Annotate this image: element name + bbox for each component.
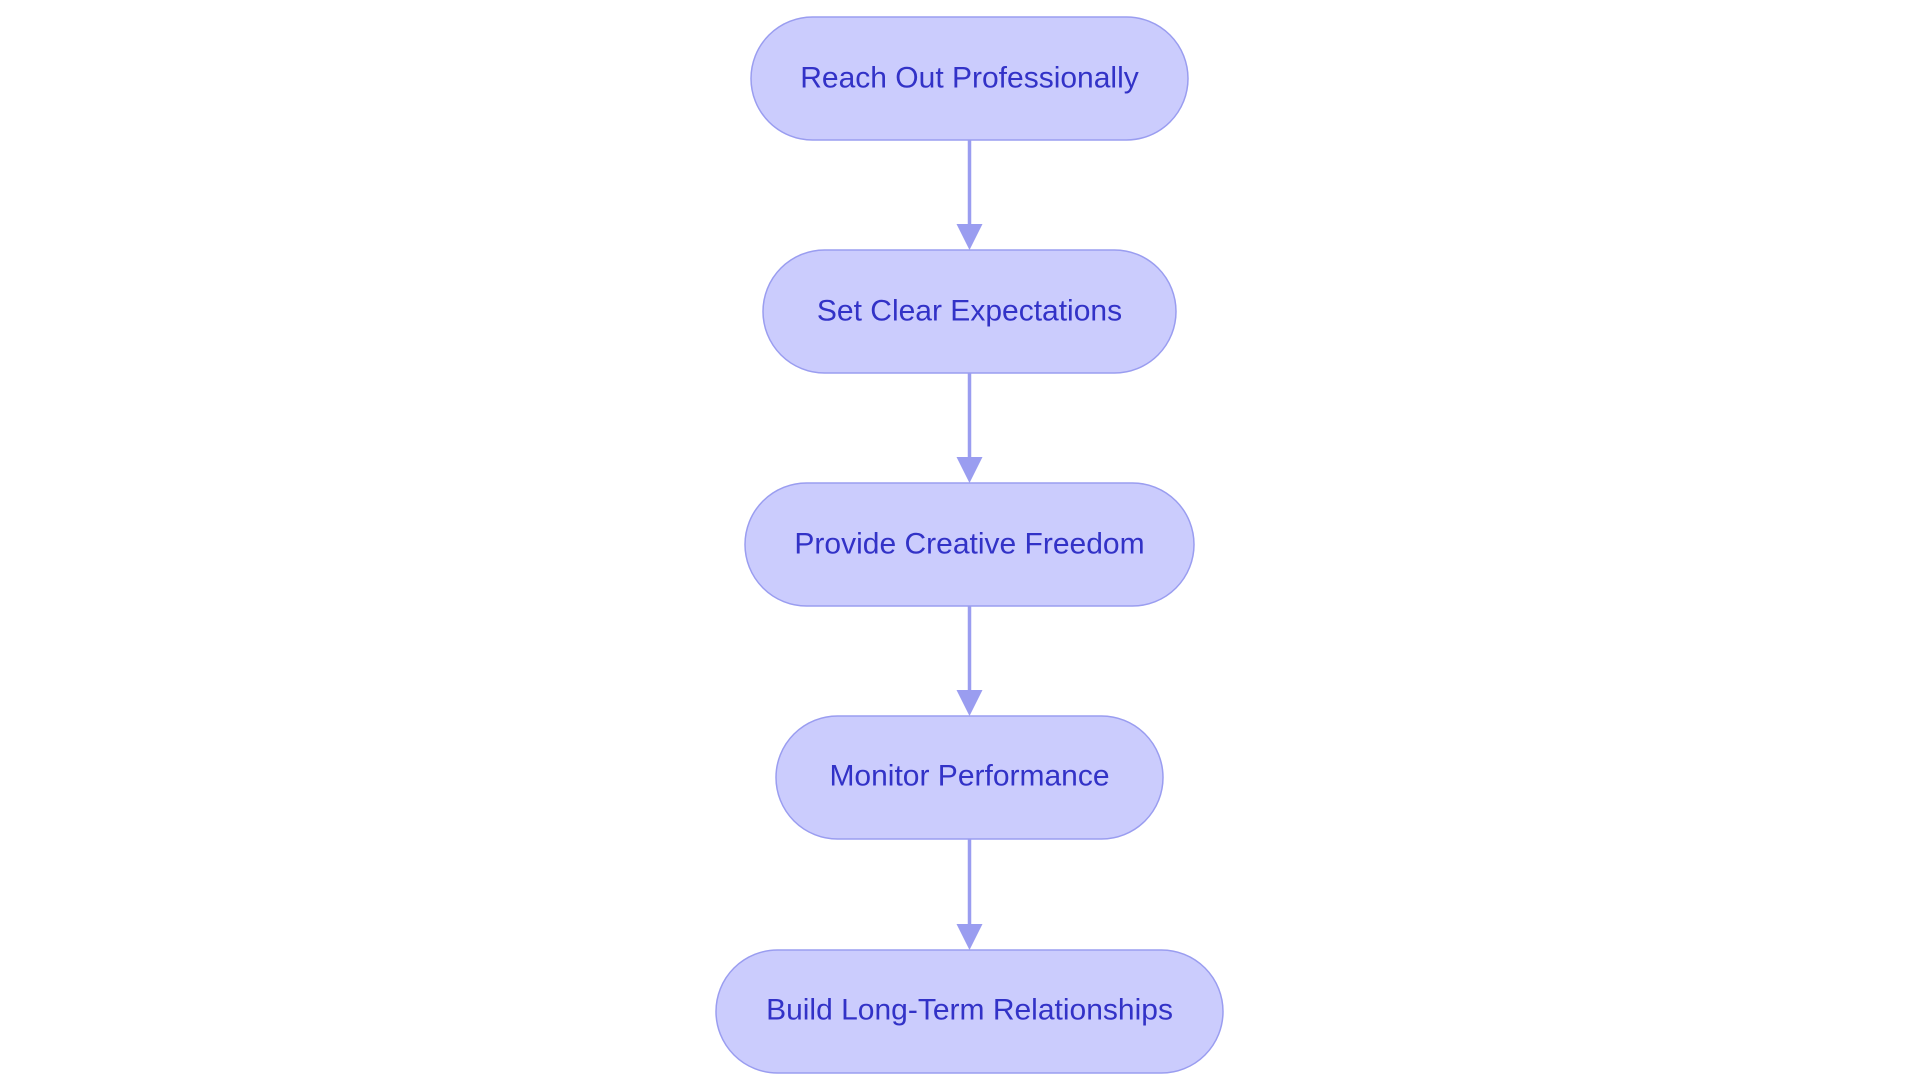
arrowhead-icon <box>956 924 983 950</box>
arrowhead-icon <box>956 690 983 716</box>
node-label: Build Long-Term Relationships <box>766 994 1173 1027</box>
arrowhead-icon <box>956 457 983 483</box>
arrowhead-icon <box>956 224 983 250</box>
node-label: Reach Out Professionally <box>800 62 1139 95</box>
node-set-clear-expectations[interactable]: Set Clear Expectations <box>762 249 1177 374</box>
node-shape <box>744 482 1195 607</box>
node-reach-out-professionally[interactable]: Reach Out Professionally <box>750 16 1189 141</box>
flowchart-edges <box>956 140 983 950</box>
node-label: Monitor Performance <box>829 760 1109 793</box>
node-label: Provide Creative Freedom <box>794 528 1144 561</box>
node-shape <box>750 16 1189 141</box>
node-label: Set Clear Expectations <box>817 295 1122 328</box>
node-monitor-performance[interactable]: Monitor Performance <box>775 715 1164 840</box>
node-build-long-term-relationships[interactable]: Build Long-Term Relationships <box>715 949 1224 1074</box>
node-provide-creative-freedom[interactable]: Provide Creative Freedom <box>744 482 1195 607</box>
node-shape <box>775 715 1164 840</box>
node-shape <box>715 949 1224 1074</box>
node-shape <box>762 249 1177 374</box>
